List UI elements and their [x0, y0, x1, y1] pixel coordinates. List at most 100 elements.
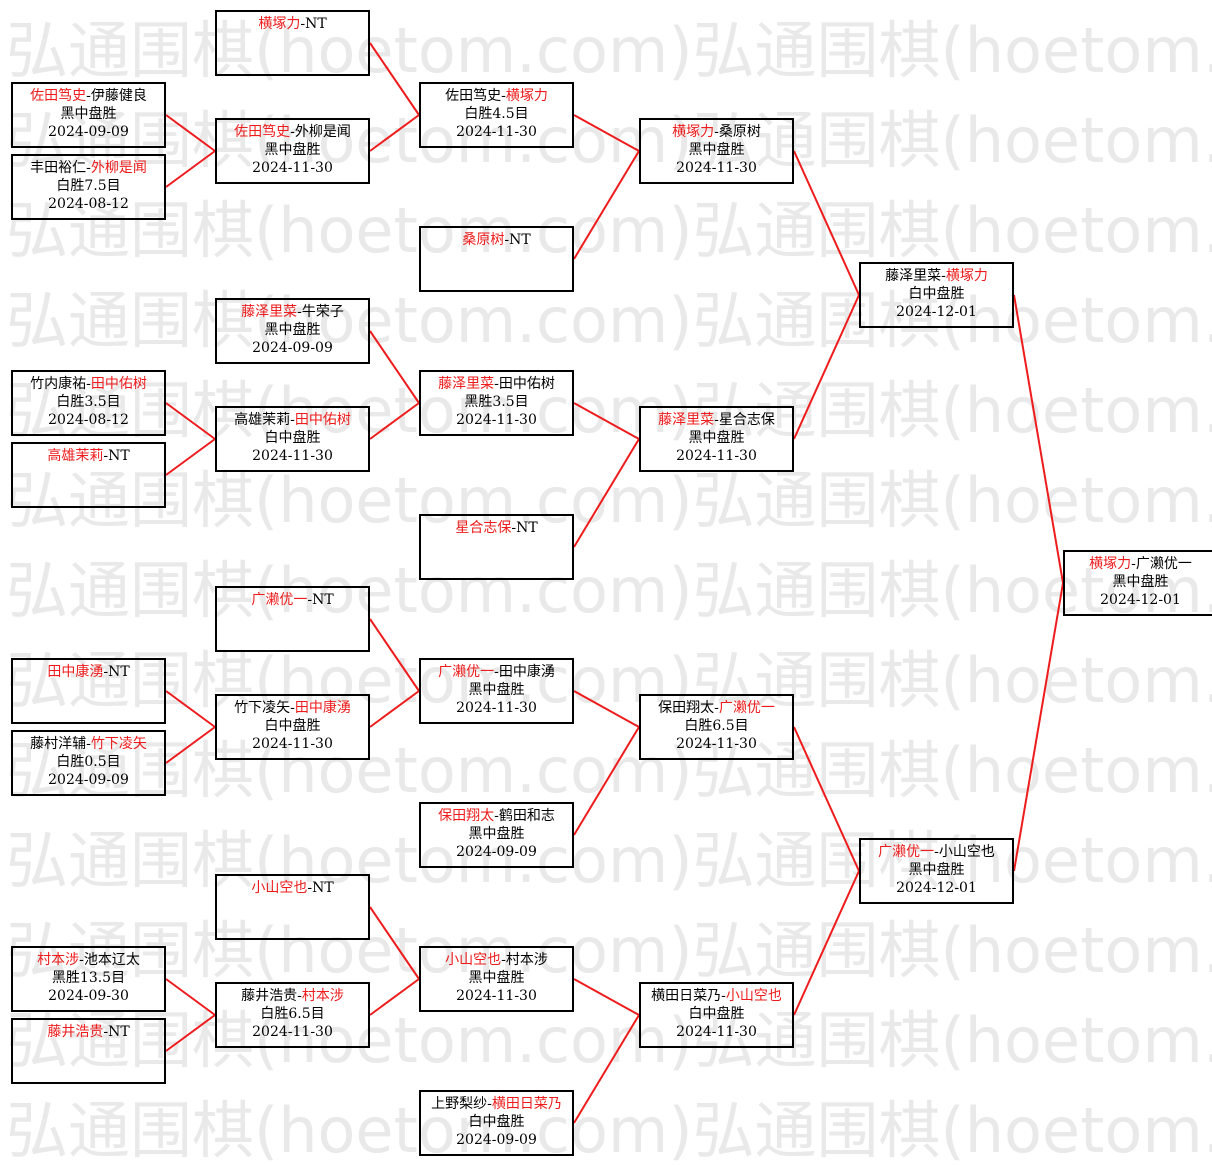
player-separator: - [494, 664, 499, 680]
player-two: 横塚力 [945, 268, 988, 284]
player-separator: - [504, 232, 510, 248]
match-players: 佐田笃史-伊藤健良 [13, 87, 164, 105]
match-players: 横塚力-桑原树 [641, 123, 792, 141]
match-result: 黑胜3.5目 [464, 394, 529, 410]
match-date: 2024-12-01 [896, 304, 977, 320]
match-players: 上野梨纱-横田日菜乃 [421, 1095, 572, 1113]
player-two: NT [516, 520, 538, 536]
match-players: 藤泽里菜-牛荣子 [217, 303, 368, 321]
player-two: 鹤田和志 [498, 808, 555, 824]
match-result: 黑中盘胜 [468, 682, 525, 698]
player-one: 横塚力 [672, 124, 715, 140]
connector-r2e-to-r3e [369, 618, 420, 692]
player-separator: - [290, 700, 295, 716]
match-result: 黑中盘胜 [60, 106, 117, 122]
watermark-text: 弘通围棋(hoetom.com)弘通围棋(hoetom.com) [6, 194, 1212, 267]
player-one: 藤井浩贵 [47, 1024, 104, 1040]
player-two: 外柳是闻 [294, 124, 351, 140]
player-separator: - [79, 952, 84, 968]
player-one: 藤井浩贵 [241, 988, 298, 1004]
match-players: 佐田笃史-横塚力 [421, 87, 572, 105]
connector-r1d-to-r2d [165, 438, 216, 476]
match-result: 黑胜13.5目 [51, 970, 126, 986]
connector-r5a-to-final [1013, 294, 1064, 584]
player-one: 桑原树 [462, 232, 505, 248]
player-two: NT [108, 664, 130, 680]
player-two: 田中佑树 [90, 376, 147, 392]
match-date: 2024-11-30 [676, 736, 757, 752]
player-separator: - [714, 700, 719, 716]
connector-r1g-to-r2h [165, 978, 216, 1016]
watermark-text: 弘通围棋(hoetom.com)弘通围棋(hoetom.com) [6, 914, 1212, 987]
match-date: 2024-08-12 [48, 412, 129, 428]
player-two: 池本辽太 [83, 952, 140, 968]
player-separator: - [714, 124, 719, 140]
match-players: 藤井浩贵-NT [13, 1023, 164, 1041]
player-two: 田中康湧 [294, 700, 351, 716]
player-one: 竹下凌矢 [234, 700, 291, 716]
match-result: 黑中盘胜 [1112, 574, 1169, 590]
match-date: 2024-11-30 [676, 448, 757, 464]
connector-r2h-to-r3g [369, 978, 420, 1016]
connector-r3h-to-r4d [573, 1014, 640, 1124]
player-two: NT [312, 880, 334, 896]
player-separator: - [86, 376, 91, 392]
watermark-text: 弘通围棋(hoetom.com)弘通围棋(hoetom.com) [6, 1004, 1212, 1077]
connector-r1e-to-r2f [165, 690, 216, 728]
player-separator: - [714, 412, 719, 428]
player-separator: - [494, 808, 499, 824]
match-date: 2024-09-09 [48, 772, 129, 788]
connector-r3g-to-r4d [573, 978, 640, 1016]
player-one: 小山空也 [251, 880, 308, 896]
match-box-r1h: 藤井浩贵-NT [11, 1018, 166, 1084]
player-separator: - [934, 844, 939, 860]
match-players: 广濑优一-NT [217, 591, 368, 609]
player-separator: - [290, 412, 295, 428]
connector-r2f-to-r3e [369, 690, 420, 728]
player-separator: - [86, 88, 91, 104]
player-two: NT [305, 16, 327, 32]
match-players: 保田翔太-鹤田和志 [421, 807, 572, 825]
match-players: 广濑优一-小山空也 [861, 843, 1012, 861]
player-one: 横田日菜乃 [651, 988, 722, 1004]
match-result: 白胜3.5目 [56, 394, 121, 410]
match-result: 黑中盘胜 [688, 430, 745, 446]
match-date: 2024-12-01 [896, 880, 977, 896]
player-two: 外柳是闻 [90, 160, 147, 176]
match-players: 村本涉-池本辽太 [13, 951, 164, 969]
match-date: 2024-09-09 [48, 124, 129, 140]
match-result: 白中盘胜 [688, 1006, 745, 1022]
player-one: 星合志保 [455, 520, 512, 536]
player-one: 保田翔太 [658, 700, 715, 716]
player-two: 田中佑树 [294, 412, 351, 428]
match-players: 藤井浩贵-村本涉 [217, 987, 368, 1005]
match-players: 横田日菜乃-小山空也 [641, 987, 792, 1005]
player-two: 桑原树 [718, 124, 761, 140]
player-two: 牛荣子 [301, 304, 344, 320]
match-players: 藤泽里菜-星合志保 [641, 411, 792, 429]
match-result: 黑中盘胜 [908, 862, 965, 878]
player-one: 藤泽里菜 [438, 376, 495, 392]
match-box-r1d: 高雄茉莉-NT [11, 442, 166, 508]
player-one: 高雄茉莉 [47, 448, 104, 464]
connector-r2a-to-r3a [369, 42, 420, 116]
connector-r3e-to-r4c [573, 690, 640, 728]
connector-r1h-to-r2h [165, 1014, 216, 1052]
connector-r2b-to-r3a [369, 114, 420, 152]
match-result: 白胜6.5目 [684, 718, 749, 734]
match-result: 白中盘胜 [264, 430, 321, 446]
match-players: 横塚力-广濑优一 [1065, 555, 1212, 573]
player-separator: - [103, 448, 109, 464]
player-two: 小山空也 [938, 844, 995, 860]
player-two: NT [509, 232, 531, 248]
